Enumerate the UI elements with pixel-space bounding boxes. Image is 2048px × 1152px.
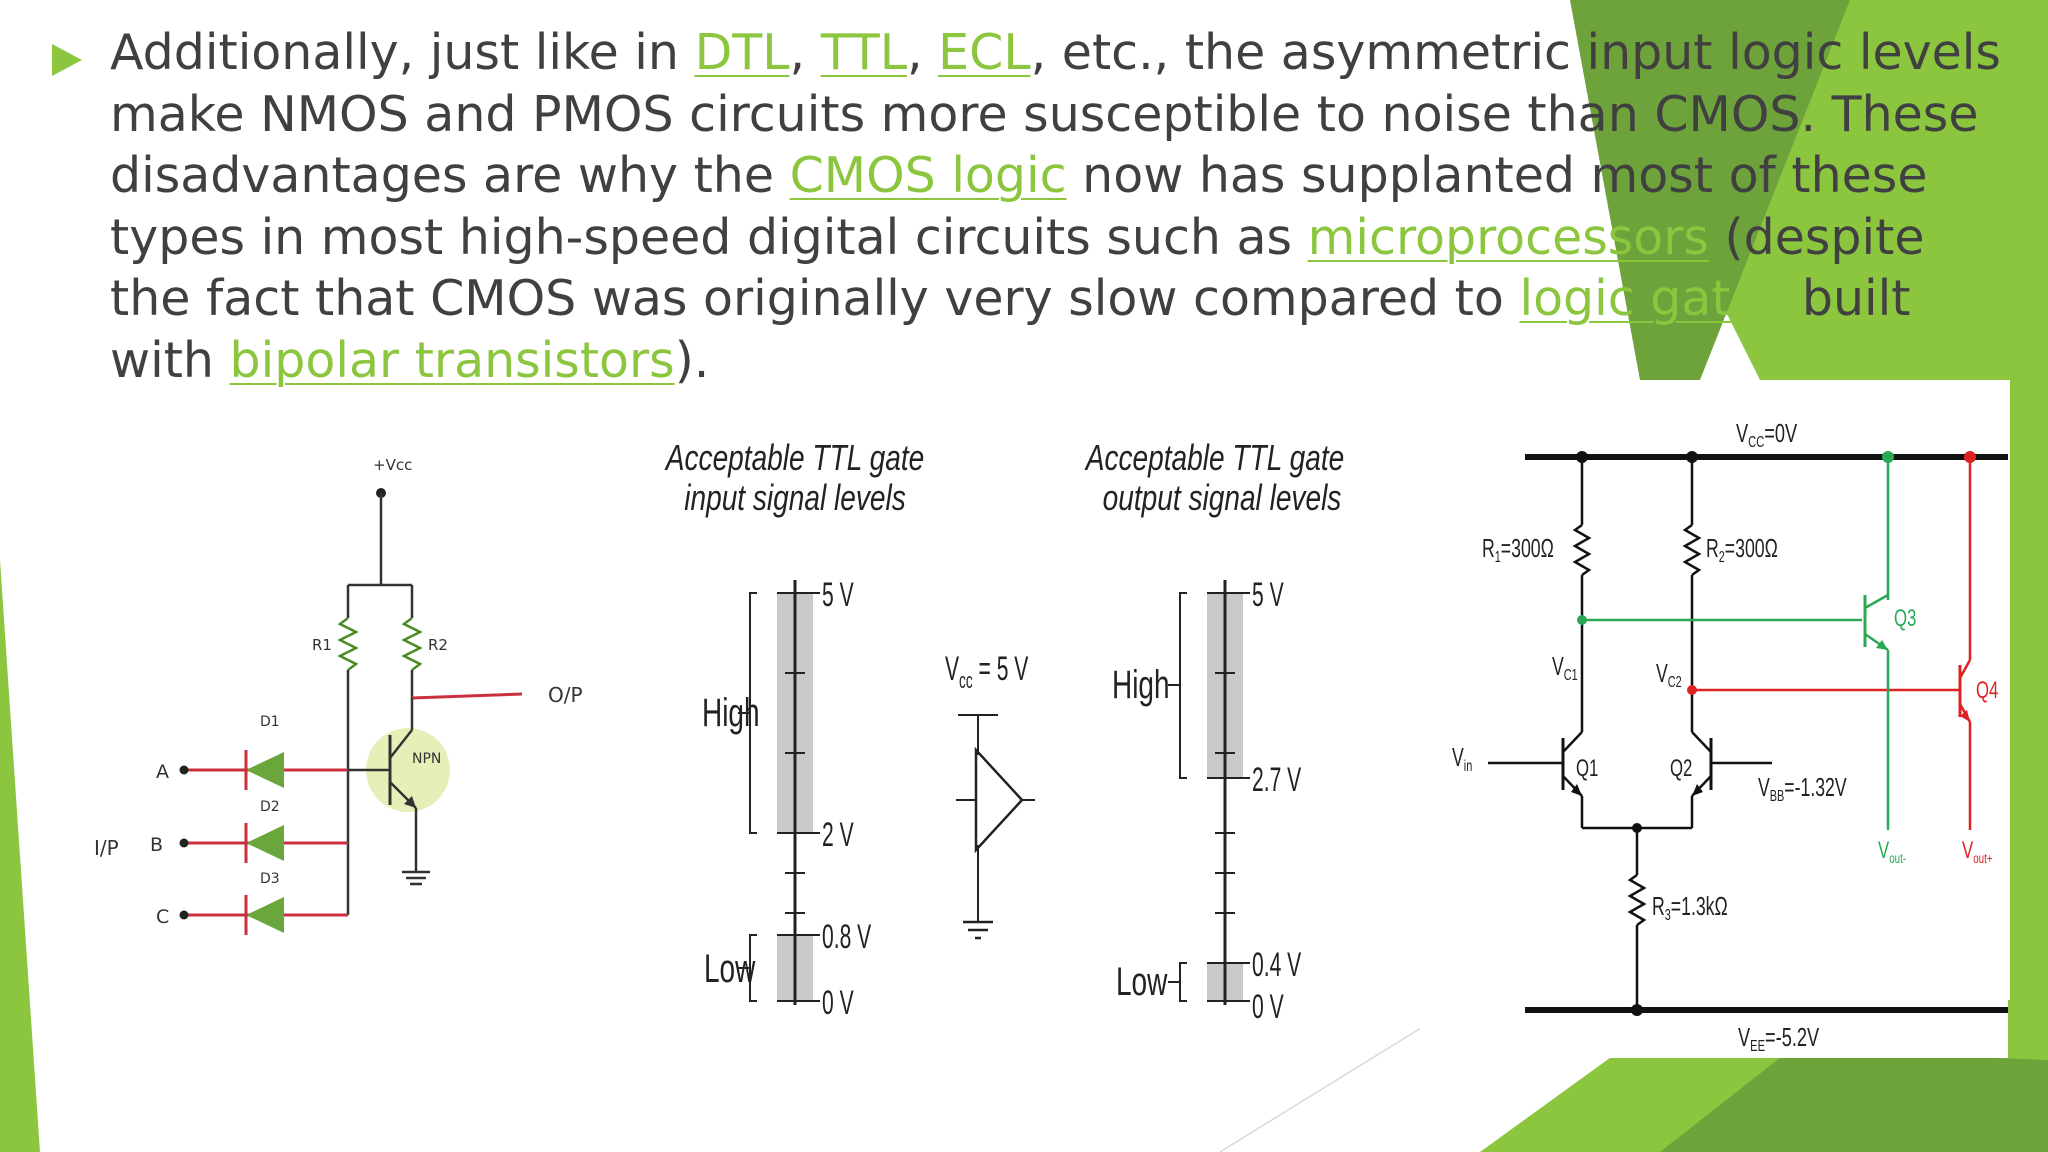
link-ttl[interactable]: TTL bbox=[820, 24, 907, 81]
resistor-r2 bbox=[1682, 523, 1702, 577]
ecl-gate-diagram: VCC=0V R1=300Ω R2=300Ω VC1 VC2 Vin Q1 Q2… bbox=[1420, 410, 2008, 1058]
vee-label: VEE=-5.2V bbox=[1738, 1023, 1819, 1055]
text-run: built with bbox=[110, 270, 1911, 389]
vc2-label: VC2 bbox=[1656, 659, 1682, 691]
green-shape-top-right-dark bbox=[1570, 0, 1850, 380]
input-2v-label: 2 V bbox=[822, 815, 854, 853]
input-title-line1: Acceptable TTL gate bbox=[664, 438, 924, 478]
diode-d2 bbox=[246, 825, 284, 861]
q3-label: Q3 bbox=[1894, 605, 1916, 632]
input-low-label: Low bbox=[704, 947, 756, 991]
vcc-5v-label: Vcc = 5 V bbox=[945, 649, 1028, 693]
d2-label: D2 bbox=[260, 799, 280, 815]
ttl-levels-diagram: Acceptable TTL gate input signal levels … bbox=[660, 430, 1360, 1030]
input-b-label: B bbox=[150, 834, 163, 856]
input-a-label: A bbox=[156, 761, 169, 783]
input-group-label: I/P bbox=[94, 836, 119, 860]
text-run: Additionally, just like in bbox=[110, 24, 695, 81]
output-title-line2: output signal levels bbox=[1103, 478, 1342, 518]
input-08v-label: 0.8 V bbox=[822, 917, 871, 955]
link-dtl[interactable]: DTL bbox=[694, 24, 790, 81]
text-run: , bbox=[907, 24, 939, 81]
diode-d3 bbox=[246, 897, 284, 933]
r1-label: R1=300Ω bbox=[1482, 534, 1554, 566]
link-logic-gates[interactable]: logic gates bbox=[1519, 270, 1787, 327]
output-5v-label: 5 V bbox=[1252, 575, 1284, 613]
output-low-label: Low bbox=[1116, 960, 1168, 1004]
diode-d1 bbox=[246, 752, 284, 788]
d1-label: D1 bbox=[260, 714, 280, 730]
text-run: now has supplanted most of these types i… bbox=[110, 147, 1928, 266]
body-paragraph: Additionally, just like in DTL, TTL, ECL… bbox=[110, 22, 2010, 391]
r2-label: R2=300Ω bbox=[1706, 534, 1778, 566]
output-0v-label: 0 V bbox=[1252, 987, 1284, 1025]
input-title-line2: input signal levels bbox=[684, 478, 906, 518]
text-run: , etc., the asymmetric input logic level… bbox=[110, 24, 2001, 204]
vout-plus-label: Vout+ bbox=[1962, 837, 1993, 866]
input-high-label: High bbox=[702, 691, 760, 735]
vbb-label: VBB=-1.32V bbox=[1758, 773, 1847, 805]
q4-label: Q4 bbox=[1976, 677, 1998, 704]
resistor-r1 bbox=[1572, 523, 1592, 577]
output-label: O/P bbox=[548, 683, 583, 707]
vcc-label: +Vcc bbox=[373, 456, 412, 474]
npn-label: NPN bbox=[412, 751, 441, 767]
text-run: , bbox=[789, 24, 821, 81]
r1-label: R1 bbox=[312, 636, 332, 654]
vc1-label: VC1 bbox=[1552, 652, 1578, 684]
dtl-gate-diagram: +Vcc R1 R2 O/P NPN A D1 B D2 C D3 I/P bbox=[90, 440, 610, 960]
link-ecl[interactable]: ECL bbox=[938, 24, 1031, 81]
q2-label: Q2 bbox=[1670, 755, 1692, 782]
thin-line bbox=[1219, 1009, 1451, 1152]
d3-label: D3 bbox=[260, 871, 280, 887]
resistor-r1 bbox=[337, 617, 359, 671]
input-0v-label: 0 V bbox=[822, 983, 854, 1021]
vcc-label: VCC=0V bbox=[1736, 419, 1797, 451]
r3-label: R3=1.3kΩ bbox=[1652, 892, 1728, 924]
output-high-label: High bbox=[1112, 663, 1170, 707]
resistor-r3 bbox=[1627, 873, 1647, 927]
green-shape-right-edge bbox=[2010, 380, 2048, 1000]
link-cmos-logic[interactable]: CMOS logic bbox=[789, 147, 1067, 204]
bullet-arrow-icon bbox=[52, 44, 82, 76]
green-shape-bottom-right-dark bbox=[1660, 1050, 2048, 1152]
resistor-r2 bbox=[401, 617, 423, 671]
text-run: (despite the fact that CMOS was original… bbox=[110, 208, 1925, 328]
q1-label: Q1 bbox=[1576, 755, 1598, 782]
npn-transistor-body bbox=[366, 728, 450, 812]
output-04v-label: 0.4 V bbox=[1252, 945, 1301, 983]
green-shape-left bbox=[0, 560, 40, 1152]
input-c-label: C bbox=[156, 906, 169, 928]
vout-minus-label: Vout- bbox=[1878, 837, 1906, 866]
text-run: ). bbox=[674, 331, 710, 389]
output-title-line1: Acceptable TTL gate bbox=[1084, 438, 1344, 478]
input-5v-label: 5 V bbox=[822, 575, 854, 613]
link-bipolar-transistors[interactable]: bipolar transistors bbox=[229, 331, 675, 389]
output-27v-label: 2.7 V bbox=[1252, 760, 1301, 798]
link-microprocessors[interactable]: microprocessors bbox=[1307, 208, 1709, 266]
vin-label: Vin bbox=[1452, 743, 1472, 775]
r2-label: R2 bbox=[428, 636, 448, 654]
